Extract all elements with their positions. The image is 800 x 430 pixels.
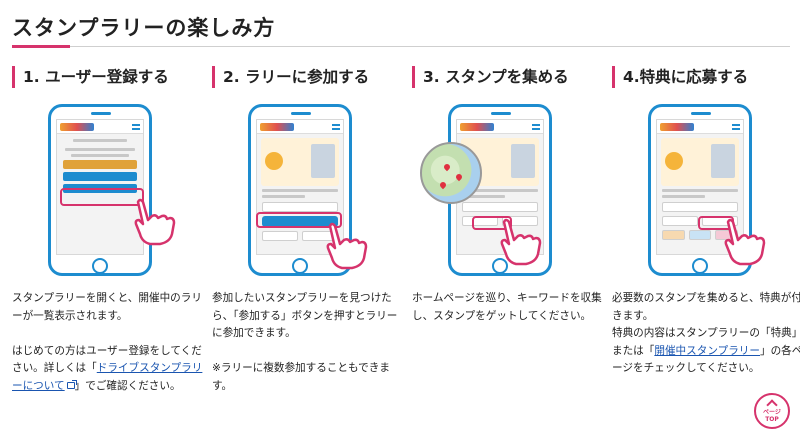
rally-banner <box>261 138 339 186</box>
sun-icon <box>665 152 683 170</box>
screen-header <box>457 120 543 134</box>
menu-icon <box>332 123 340 130</box>
phone-home-button <box>492 258 508 274</box>
pointing-hand-icon <box>724 218 766 266</box>
highlight-box <box>256 212 342 228</box>
rally-banner <box>661 138 739 186</box>
menu-icon <box>532 123 540 130</box>
app-logo-icon <box>60 122 94 131</box>
sun-icon <box>265 152 283 170</box>
phone-speaker <box>291 112 311 115</box>
app-logo-icon <box>260 122 294 131</box>
step-4-text-2: 特典の内容はスタンプラリーの「特典」または「開催中スタンプラリー」の各ページをチ… <box>612 325 800 378</box>
banner-photo <box>311 144 335 178</box>
step-3-description: ホームページを巡り、キーワードを収集し、スタンプをゲットしてください。 <box>412 290 604 343</box>
screen-header <box>57 120 143 134</box>
map-magnifier <box>420 142 482 204</box>
step-4-description: 必要数のスタンプを集めると、特典が付きます。 特典の内容はスタンプラリーの「特典… <box>612 290 800 395</box>
step-3-text-1: ホームページを巡り、キーワードを収集し、スタンプをゲットしてください。 <box>412 292 602 322</box>
step-2-heading: 2. ラリーに参加する <box>212 66 369 88</box>
step-1-heading: 1. ユーザー登録する <box>12 66 169 88</box>
map-pin-icon <box>438 180 448 190</box>
step-3: 3. スタンプを集める ホームページを巡り、キーワードを収集し、スタンプをゲット… <box>412 66 602 416</box>
step-2: 2. ラリーに参加する 参加したいスタンプラリーを見つけたら、「参加する」ボタン… <box>212 66 402 416</box>
screen-stamp-count <box>262 202 338 212</box>
page-top-label-2: TOP <box>765 416 779 423</box>
app-logo-icon <box>460 122 494 131</box>
map-pin-icon <box>442 162 452 172</box>
step-1-text-2b: 」でご確認ください。 <box>74 379 181 392</box>
screen-stamp-count <box>662 202 738 212</box>
menu-icon <box>732 123 740 130</box>
page-top-button[interactable]: ページ TOP <box>754 393 790 429</box>
app-logo-icon <box>660 122 694 131</box>
current-stamp-rally-link[interactable]: 開催中スタンプラリー <box>654 344 760 357</box>
step-2-description: 参加したいスタンプラリーを見つけたら、「参加する」ボタンを押すとラリーに参加でき… <box>212 290 404 413</box>
phone-speaker <box>91 112 111 115</box>
phone-speaker <box>691 112 711 115</box>
step-4: 4.特典に応募する 必要数のスタンプを集めると、特典が付きます。 特典の内容はス… <box>612 66 800 416</box>
page-title: スタンプラリーの楽しみ方 <box>12 16 276 40</box>
rally-banner <box>461 138 539 186</box>
phone-speaker <box>491 112 511 115</box>
screen-join-button <box>262 216 338 227</box>
step-4-text-2b: 」の各ページをチェックしてください。 <box>612 344 800 375</box>
page-top-label-1: ページ <box>763 409 781 416</box>
screen-login-title <box>57 134 143 147</box>
phone-home-button <box>692 258 708 274</box>
pointing-hand-icon <box>500 218 542 266</box>
step-1-description: スタンプラリーを開くと、開催中のラリーが一覧表示されます。 はじめての方はユーザ… <box>12 290 204 413</box>
pointing-hand-icon <box>134 198 176 246</box>
step-4-text-1: 必要数のスタンプを集めると、特典が付きます。 <box>612 292 800 322</box>
step-1-text-1: スタンプラリーを開くと、開催中のラリーが一覧表示されます。 <box>12 292 202 322</box>
screen-register-button <box>63 172 137 181</box>
highlight-box <box>472 216 512 230</box>
about-drive-stamp-rally-link[interactable]: ドライブスタンプラリーについて <box>12 362 203 392</box>
screen-header <box>257 120 343 134</box>
title-accent-bar <box>12 45 70 48</box>
phone-home-button <box>92 258 108 274</box>
highlight-box <box>60 188 144 206</box>
screen-stamp-count <box>462 202 538 212</box>
step-2-text-1: 参加したいスタンプラリーを見つけたら、「参加する」ボタンを押すとラリーに参加でき… <box>212 292 398 339</box>
banner-photo <box>711 144 735 178</box>
menu-icon <box>132 123 140 130</box>
step-1-text-2a: はじめての方はユーザー登録をしてください。詳しくは「 <box>12 344 202 375</box>
map-pin-icon <box>454 172 464 182</box>
screen-header <box>657 120 743 134</box>
pointing-hand-icon <box>326 222 368 270</box>
step-2-text-2: ※ラリーに複数参加することもできます。 <box>212 362 390 392</box>
step-1-text-2: はじめての方はユーザー登録をしてください。詳しくは「ドライブスタンプラリーについ… <box>12 343 204 396</box>
step-4-heading: 4.特典に応募する <box>612 66 748 88</box>
title-divider <box>12 46 790 47</box>
step-1: 1. ユーザー登録する スタンプラリーを開くと、開催中のラリーが一覧表示されます… <box>12 66 202 416</box>
banner-photo <box>511 144 535 178</box>
phone-screen <box>256 119 344 255</box>
phone-home-button <box>292 258 308 274</box>
screen-start-button <box>63 160 137 169</box>
step-4-text-2a: 特典の内容はスタンプラリーの「特典」または「 <box>612 327 800 357</box>
phone-illustration-join <box>248 104 352 276</box>
step-3-heading: 3. スタンプを集める <box>412 66 569 88</box>
external-link-icon <box>66 380 77 389</box>
